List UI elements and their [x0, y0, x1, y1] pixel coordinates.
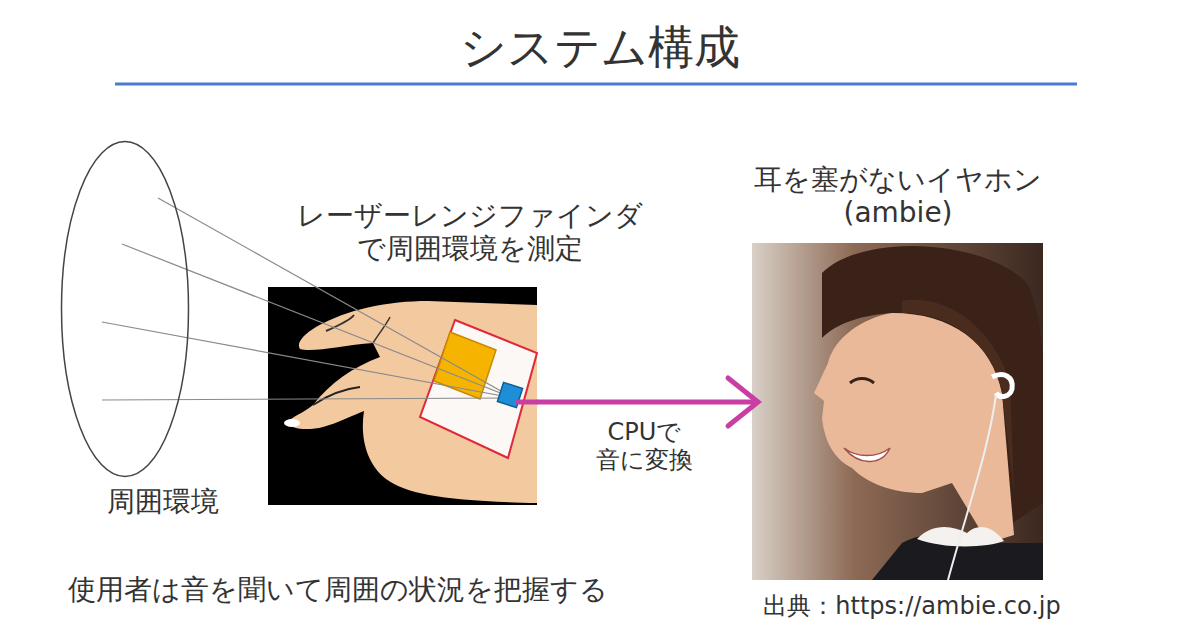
arrow-head: [728, 378, 758, 426]
hand-with-sensor: [268, 287, 537, 505]
ellipse-outline: [60, 140, 190, 478]
rangefinder-picture: レーザーレンジファインダ で周囲環境を測定: [268, 287, 537, 505]
earphone-photo: 耳を塞がないイヤホン (ambie)出典：https://ambie.co.jp: [752, 243, 1043, 580]
signal-stub: [516, 400, 538, 405]
earphone-heading: 耳を塞がないイヤホン (ambie): [754, 163, 1042, 229]
environment-region: 周囲環境: [60, 140, 190, 478]
earphone-photo-illustration: [752, 243, 1043, 580]
arrow-shaft: [537, 400, 754, 405]
arrow-label: CPUで 音に変換: [593, 418, 696, 475]
source-credit: 出典：https://ambie.co.jp: [763, 592, 1060, 620]
usage-note: 使用者は音を聞いて周囲の状況を把握する: [68, 573, 608, 606]
sensor-heading: レーザーレンジファインダ で周囲環境を測定: [297, 199, 643, 265]
slide-title: システム構成: [460, 20, 740, 74]
environment-label: 周囲環境: [107, 485, 219, 518]
title-underline: [115, 83, 1077, 86]
